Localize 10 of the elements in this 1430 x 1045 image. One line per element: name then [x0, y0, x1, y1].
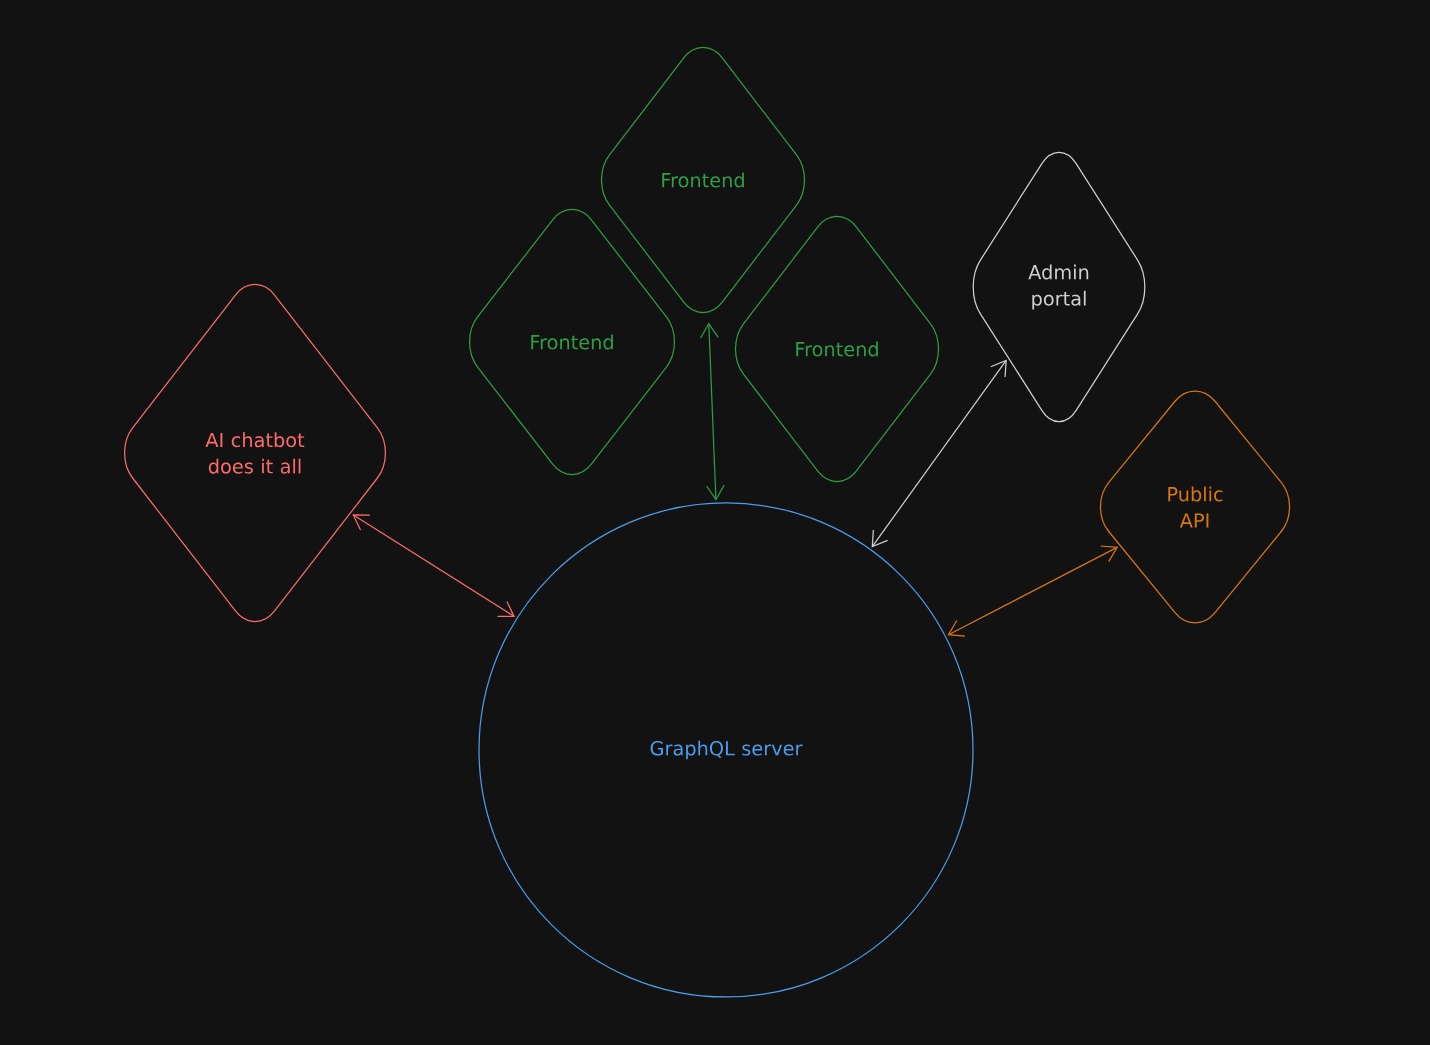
arrow: [352, 514, 516, 617]
diamond-node: AI chatbot does it all: [124, 283, 387, 623]
diamond-node: Admin portal: [972, 151, 1146, 423]
arrow: [871, 359, 1007, 548]
arrow: [947, 545, 1119, 637]
diamond-node: Frontend: [734, 215, 940, 483]
arrow: [699, 322, 725, 501]
diamond-node: Frontend: [600, 46, 806, 314]
diamond-node: Public API: [1099, 390, 1291, 624]
diamond-node: Frontend: [468, 208, 676, 476]
